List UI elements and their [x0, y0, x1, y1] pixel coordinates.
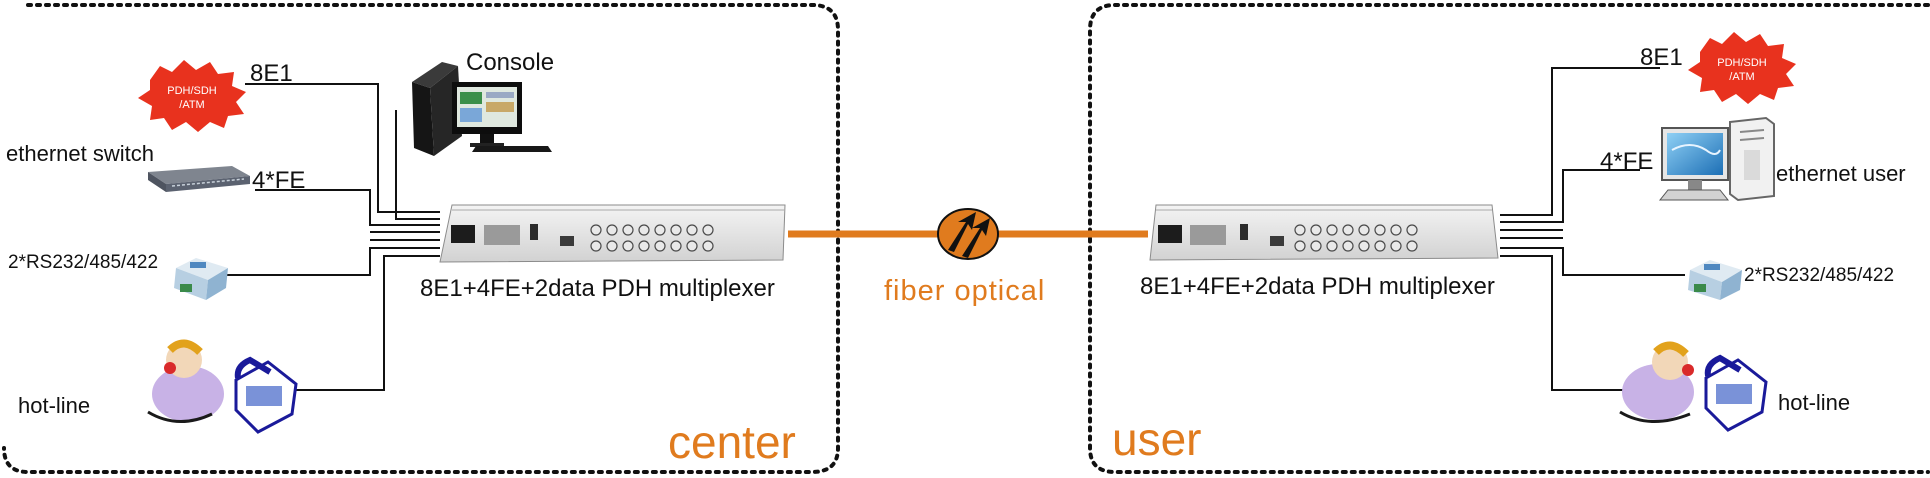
- user-e1-label: 8E1: [1640, 44, 1683, 71]
- center-e1-label: 8E1: [250, 60, 293, 87]
- user-badge-line-1: PDH/SDH: [1717, 57, 1767, 69]
- center-serial-label: 2*RS232/485/422: [8, 252, 159, 273]
- center-serial-converter-icon: [174, 258, 228, 300]
- center-multiplexer-icon: [439, 204, 786, 263]
- user-device-label: 8E1+4FE+2data PDH multiplexer: [1140, 273, 1495, 300]
- user-zone-label: user: [1112, 413, 1202, 465]
- center-wiring: [225, 83, 440, 391]
- ethernet-switch-label: ethernet switch: [6, 141, 154, 166]
- center-zone-border: [2, 3, 840, 474]
- center-badge-line-1: PDH/SDH: [167, 85, 217, 97]
- center-hotline-label: hot-line: [18, 393, 91, 418]
- user-hotline-label: hot-line: [1778, 390, 1851, 415]
- ethernet-user-computer-icon: [1658, 116, 1775, 202]
- user-wiring: [1500, 67, 1685, 391]
- console-label: Console: [466, 49, 555, 76]
- ethernet-user-label: ethernet user: [1776, 161, 1906, 186]
- ethernet-switch-icon: [148, 166, 250, 192]
- center-pdh-badge-icon: [138, 60, 246, 132]
- center-zone-label: center: [668, 416, 796, 468]
- fiber-optical-label: fiber optical: [884, 275, 1046, 307]
- user-serial-label: 2*RS232/485/422: [1744, 265, 1895, 286]
- optical-link-icon: [937, 208, 999, 260]
- center-device-label: 8E1+4FE+2data PDH multiplexer: [420, 275, 775, 302]
- center-hotline-phone-icon: [147, 339, 298, 434]
- user-badge-line-2: /ATM: [1729, 71, 1754, 83]
- console-computer-icon: [412, 62, 552, 156]
- user-serial-converter-icon: [1688, 260, 1742, 300]
- center-fe-label: 4*FE: [252, 167, 306, 194]
- user-zone-border: [1088, 3, 1930, 474]
- user-hotline-phone-icon: [1619, 341, 1768, 432]
- center-badge-line-2: /ATM: [179, 99, 204, 111]
- user-multiplexer-icon: [1149, 204, 1499, 261]
- user-fe-label: 4*FE: [1600, 148, 1654, 175]
- user-pdh-badge-icon: [1688, 32, 1796, 104]
